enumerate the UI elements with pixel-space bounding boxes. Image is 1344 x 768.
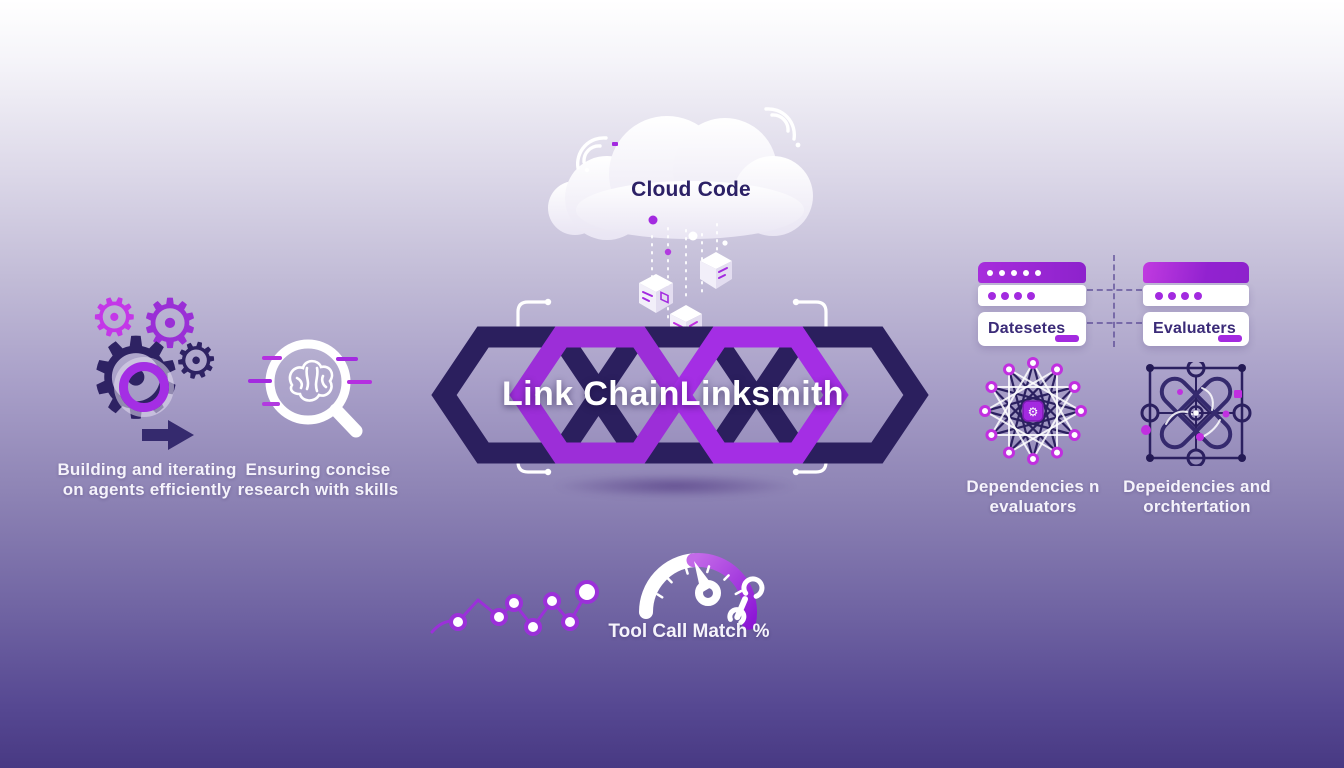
connector-dashed: [1087, 322, 1142, 324]
cloud-icon: [548, 116, 813, 240]
gauge-caption: Tool Call Match %: [608, 621, 770, 642]
arrow-right-icon: [142, 420, 194, 450]
connector-dashed: [1113, 255, 1115, 347]
wrench-icon: [727, 576, 765, 625]
connector-dashed: [1087, 289, 1142, 291]
chain-links-icon: [431, 326, 929, 464]
magnifier-brain-icon: [265, 339, 363, 438]
speed-dash: [248, 379, 272, 383]
browser-row: [1143, 285, 1249, 306]
speed-dash: [262, 356, 282, 360]
signal-arc-icon: [575, 136, 618, 173]
accent-pill: [1055, 335, 1079, 342]
package-cube-icon: [639, 274, 673, 313]
gear-icon: ⚙: [139, 285, 201, 364]
browser-card-evaluators: Evaluaters: [1143, 262, 1249, 346]
gauge-ticks: [656, 565, 743, 599]
cloud-title: Cloud Code: [631, 178, 751, 201]
browser-row: [978, 285, 1086, 306]
hero-title: Link ChainLinksmith: [502, 375, 844, 413]
network-star-icon: ⚙: [979, 357, 1087, 465]
package-cube-icon: [700, 252, 732, 289]
network-grid-icon: [1140, 362, 1252, 466]
signal-arc-icon: [764, 107, 801, 148]
gauge-hub: [695, 580, 721, 606]
label-card: Evaluaters: [1143, 312, 1249, 346]
purple-dot: [648, 215, 658, 225]
label-card: Datesetes: [978, 312, 1086, 346]
chain-shadow: [552, 474, 798, 498]
feature-build-caption: Building and iterating on agents efficie…: [57, 460, 237, 500]
brain-icon: [288, 359, 334, 402]
speed-dash: [347, 380, 372, 384]
speed-dash: [262, 402, 280, 406]
gear-ring: [119, 362, 169, 412]
magnifier-handle: [329, 403, 363, 438]
accent-pill: [1218, 335, 1242, 342]
card-label: Datesetes: [988, 320, 1066, 337]
svg-text:⚙: ⚙: [1028, 405, 1039, 419]
sparkline-chart: [430, 580, 599, 636]
browser-header: [1143, 262, 1249, 283]
browser-header: [978, 262, 1086, 283]
network-dependencies-caption: Dependencies n evaluators: [966, 477, 1100, 517]
feature-research-caption: Ensuring concise research with skills: [237, 460, 399, 500]
browser-card-datasets: Datesetes: [978, 262, 1086, 346]
network-orchestration-caption: Depeidencies and orchtertation: [1123, 477, 1271, 517]
gauge-icon: [639, 553, 765, 630]
card-label: Evaluaters: [1153, 320, 1236, 337]
speed-dash: [336, 357, 358, 361]
